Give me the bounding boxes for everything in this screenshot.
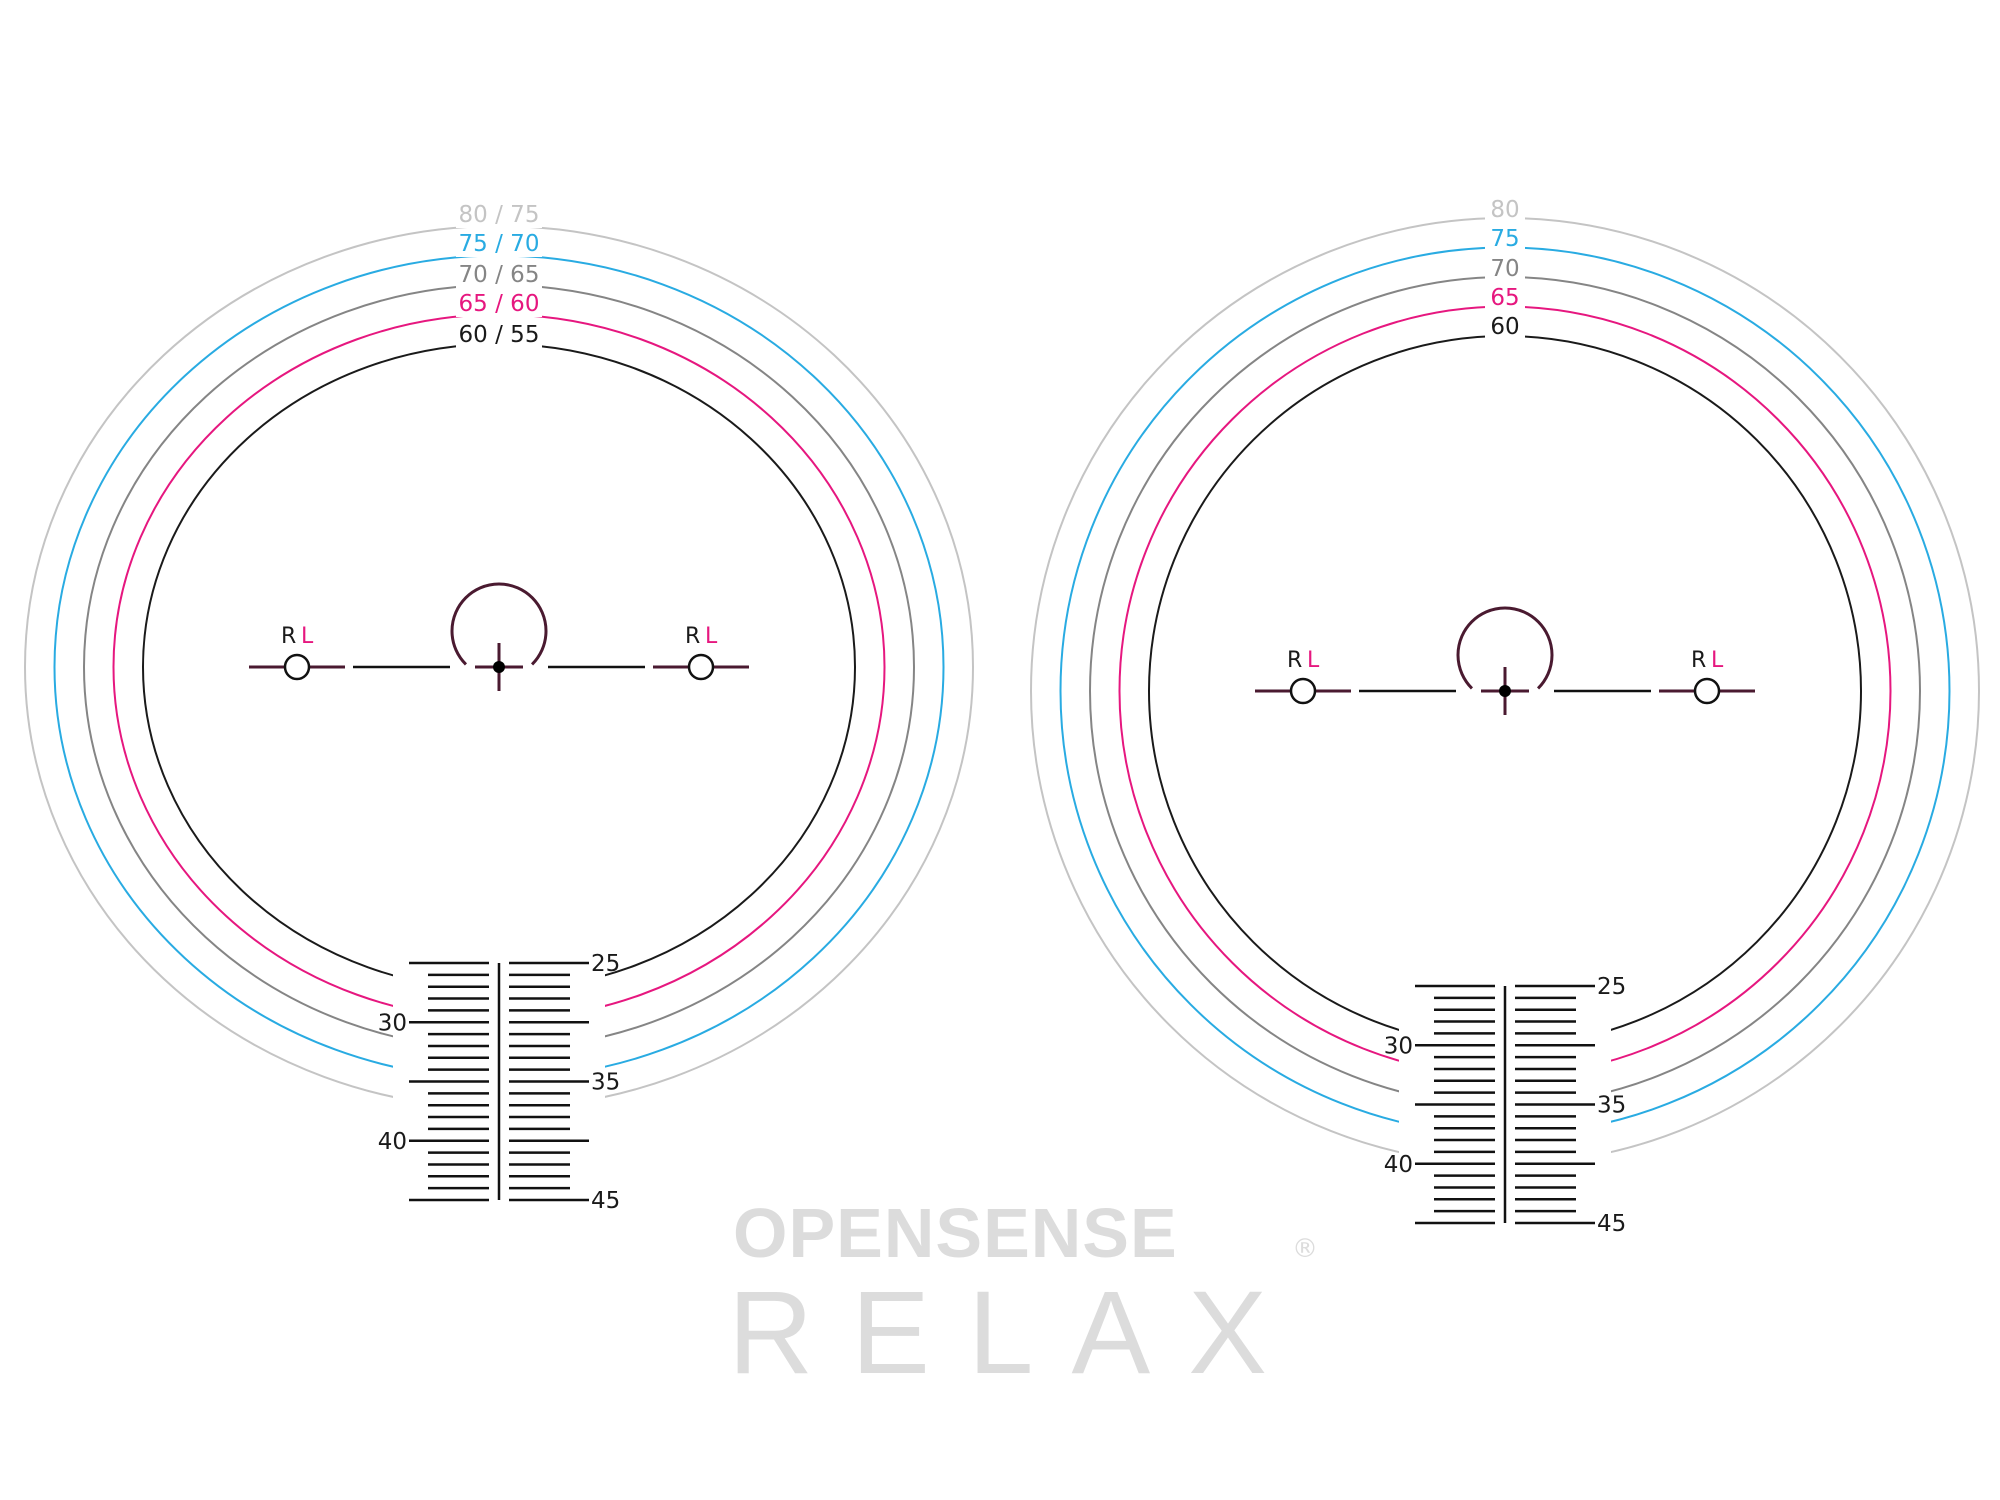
marker-label-r: R	[1287, 648, 1302, 673]
marker-label-r: R	[1691, 648, 1706, 673]
pupil-marker	[1693, 677, 1721, 705]
scale-label: 25	[1597, 974, 1626, 1000]
ring-label: 70 / 65	[459, 262, 540, 288]
ring-label-bg	[456, 289, 542, 317]
scale-label: 35	[591, 1070, 620, 1096]
marker-label-r: R	[281, 624, 296, 649]
center-arc	[1456, 606, 1554, 690]
marker-label-l: L	[1307, 648, 1320, 673]
ring-label: 65	[1490, 285, 1519, 311]
ring-label: 80 / 75	[459, 202, 540, 228]
ring-label-bg	[1485, 195, 1525, 223]
scale-label: 40	[378, 1129, 407, 1155]
scale-label: 25	[591, 951, 620, 977]
scale-label: 30	[378, 1010, 407, 1036]
pupil-marker	[1289, 677, 1317, 705]
ring-label-bg	[456, 229, 542, 257]
ring-label: 75	[1490, 226, 1519, 252]
ring-label: 60 / 55	[459, 322, 540, 348]
center-dot	[1499, 685, 1511, 697]
ring-label-bg	[1485, 283, 1525, 311]
scale-label: 45	[1597, 1211, 1626, 1237]
pupil-marker	[687, 653, 715, 681]
ring-label-bg	[456, 200, 542, 228]
center-arc	[450, 582, 548, 666]
ring-label-bg	[456, 320, 542, 348]
watermark-registered-mark: ®	[1292, 1234, 1318, 1264]
scale-label: 40	[1384, 1152, 1413, 1178]
marker-label-l: L	[705, 624, 718, 649]
scale-label: 30	[1384, 1033, 1413, 1059]
marker-label-l: L	[301, 624, 314, 649]
ring-label-bg	[1485, 254, 1525, 282]
marker-label-r: R	[685, 624, 700, 649]
marker-label-l: L	[1711, 648, 1724, 673]
ring-label: 80	[1490, 197, 1519, 223]
ring-label: 75 / 70	[459, 231, 540, 257]
center-dot	[493, 661, 505, 673]
scale-label: 35	[1597, 1093, 1626, 1119]
ring-label-bg	[1485, 312, 1525, 340]
watermark-relax: RELAX	[728, 1267, 1305, 1399]
watermark-opensense: OPENSENSE	[733, 1194, 1178, 1272]
scale-label: 45	[591, 1188, 620, 1214]
ring-label: 65 / 60	[459, 291, 540, 317]
ring-label-bg	[1485, 224, 1525, 252]
ring-label: 70	[1490, 256, 1519, 282]
ring-label: 60	[1490, 314, 1519, 340]
pupil-marker	[283, 653, 311, 681]
ring-label-bg	[456, 260, 542, 288]
